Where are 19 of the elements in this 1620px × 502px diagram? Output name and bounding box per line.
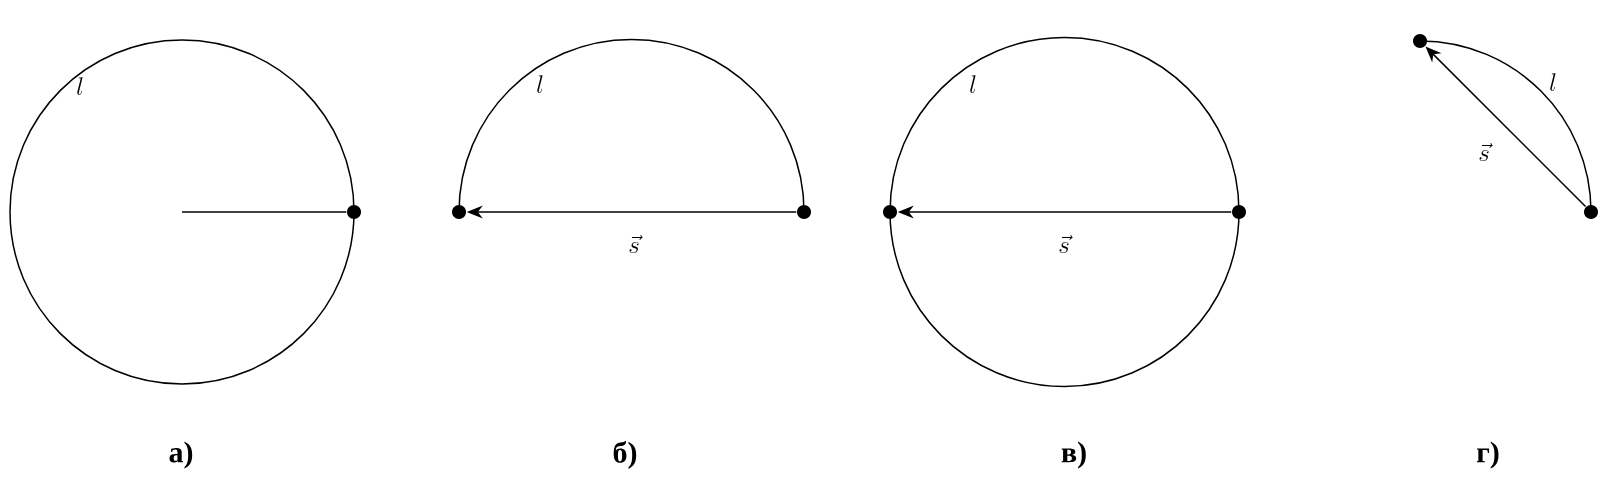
point — [347, 205, 361, 219]
point — [1413, 34, 1427, 48]
panel-label: а) — [169, 441, 193, 469]
point — [1584, 205, 1598, 219]
panel-label: г) — [1477, 441, 1499, 469]
circle-path: $l$ — [9, 39, 355, 385]
point — [883, 205, 897, 219]
point — [1232, 205, 1246, 219]
edge-label: $\vec{s}$ — [629, 235, 643, 254]
edge-label: $\vec{s}$ — [1059, 235, 1073, 254]
radius-line — [181, 211, 347, 213]
edge-label: $\vec{s}$ — [1479, 143, 1493, 162]
point — [797, 205, 811, 219]
panel-label: в) — [1061, 441, 1086, 469]
edge-label: $l$ — [1550, 73, 1556, 91]
edge-label: $l$ — [970, 75, 976, 93]
panel-label: б) — [613, 441, 637, 469]
edge-label: $l$ — [537, 75, 543, 93]
point — [452, 205, 466, 219]
